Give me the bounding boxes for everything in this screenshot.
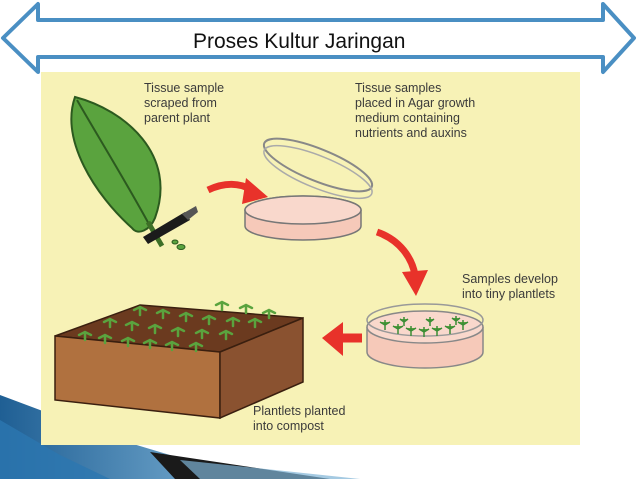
label-compost: Plantlets planted into compost xyxy=(253,404,345,434)
label-plantlets-develop: Samples develop into tiny plantlets xyxy=(462,272,558,302)
compost-tray xyxy=(55,302,303,418)
petri-dish-agar xyxy=(245,128,378,240)
arrow-plantlets-to-compost xyxy=(322,322,362,356)
arrow-dish-to-plantlets xyxy=(377,232,428,296)
label-agar-medium: Tissue samples placed in Agar growth med… xyxy=(355,81,475,141)
petri-dish-plantlets xyxy=(367,304,483,368)
label-tissue-sample: Tissue sample scraped from parent plant xyxy=(144,81,224,126)
